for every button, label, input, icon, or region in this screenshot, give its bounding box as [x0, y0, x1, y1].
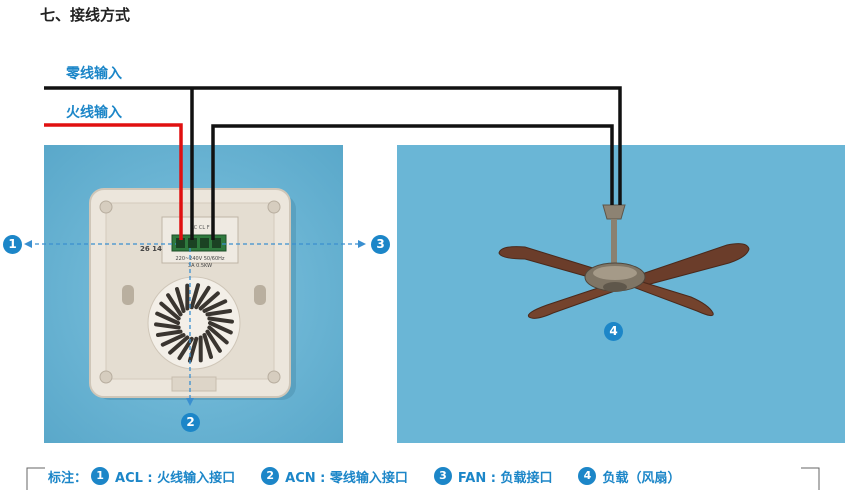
grille-slot — [174, 287, 186, 313]
grille-slot — [166, 293, 183, 317]
device-model-label: AC CL F — [190, 225, 209, 231]
grille-slot — [205, 329, 222, 353]
grille-slot — [189, 283, 201, 310]
legend-num: 4 — [578, 467, 597, 485]
marker-2: 2 — [181, 413, 200, 432]
neutral-input-label: 零线输入 — [66, 66, 122, 82]
device-pin-label: 26 14 — [140, 245, 162, 253]
grille-slot — [155, 311, 180, 325]
section-title: 七、接线方式 — [40, 6, 131, 24]
grille-slot — [208, 321, 233, 335]
device-rating-label-2: 3A 0.5KW — [188, 263, 212, 269]
legend-item-fan: 3 FAN : 负载接口 — [433, 467, 553, 486]
marker-1: 1 — [3, 235, 22, 254]
fan-blade — [632, 243, 750, 288]
grille-slot — [205, 309, 233, 317]
grille-slot — [194, 285, 211, 310]
legend: 标注： 1 ACL : 火线输入接口 2 ACN : 零线输入接口 3 FAN … — [48, 465, 707, 487]
grille-slot — [202, 299, 228, 313]
fan-blade — [632, 280, 714, 317]
live-input-label: 火线输入 — [66, 105, 122, 121]
grille-slot — [159, 301, 181, 321]
grille-slot — [207, 316, 234, 324]
device-rating-label: 220~240V 50/60Hz — [175, 256, 224, 262]
fan-canopy — [602, 204, 626, 220]
marker-3: 3 — [371, 235, 390, 254]
fan-blade — [498, 246, 610, 282]
grille-slot — [202, 333, 214, 359]
fan-downrod — [611, 219, 617, 263]
legend-item-load: 4 负载（风扇） — [578, 467, 681, 486]
grille-slot — [160, 333, 186, 347]
marker-4: 4 — [604, 322, 623, 341]
legend-item-acl: 1 ACL : 火线输入接口 — [91, 467, 235, 486]
legend-num: 2 — [261, 467, 280, 485]
grille-slot — [155, 329, 183, 337]
grille-slot — [198, 291, 220, 311]
legend-item-acn: 2 ACN : 零线输入接口 — [261, 467, 408, 486]
bracket-left — [26, 467, 45, 490]
bracket-right — [801, 467, 820, 490]
legend-text: ACN : 零线输入接口 — [285, 470, 408, 486]
legend-num: 3 — [433, 467, 452, 485]
fan-blade — [527, 284, 617, 319]
legend-text: ACL : 火线输入接口 — [115, 470, 236, 486]
grille-slot — [154, 322, 181, 330]
live-wire — [44, 123, 183, 240]
grille-slot — [187, 336, 199, 363]
neutral-wire — [44, 86, 622, 205]
legend-lead: 标注： — [48, 470, 88, 486]
legend-text: 负载（风扇） — [602, 470, 681, 486]
legend-text: FAN : 负载接口 — [457, 470, 553, 486]
fan-load-wire — [211, 124, 614, 240]
legend-num: 1 — [91, 467, 110, 485]
grille-slot — [168, 335, 190, 355]
grille-slot — [207, 325, 229, 345]
